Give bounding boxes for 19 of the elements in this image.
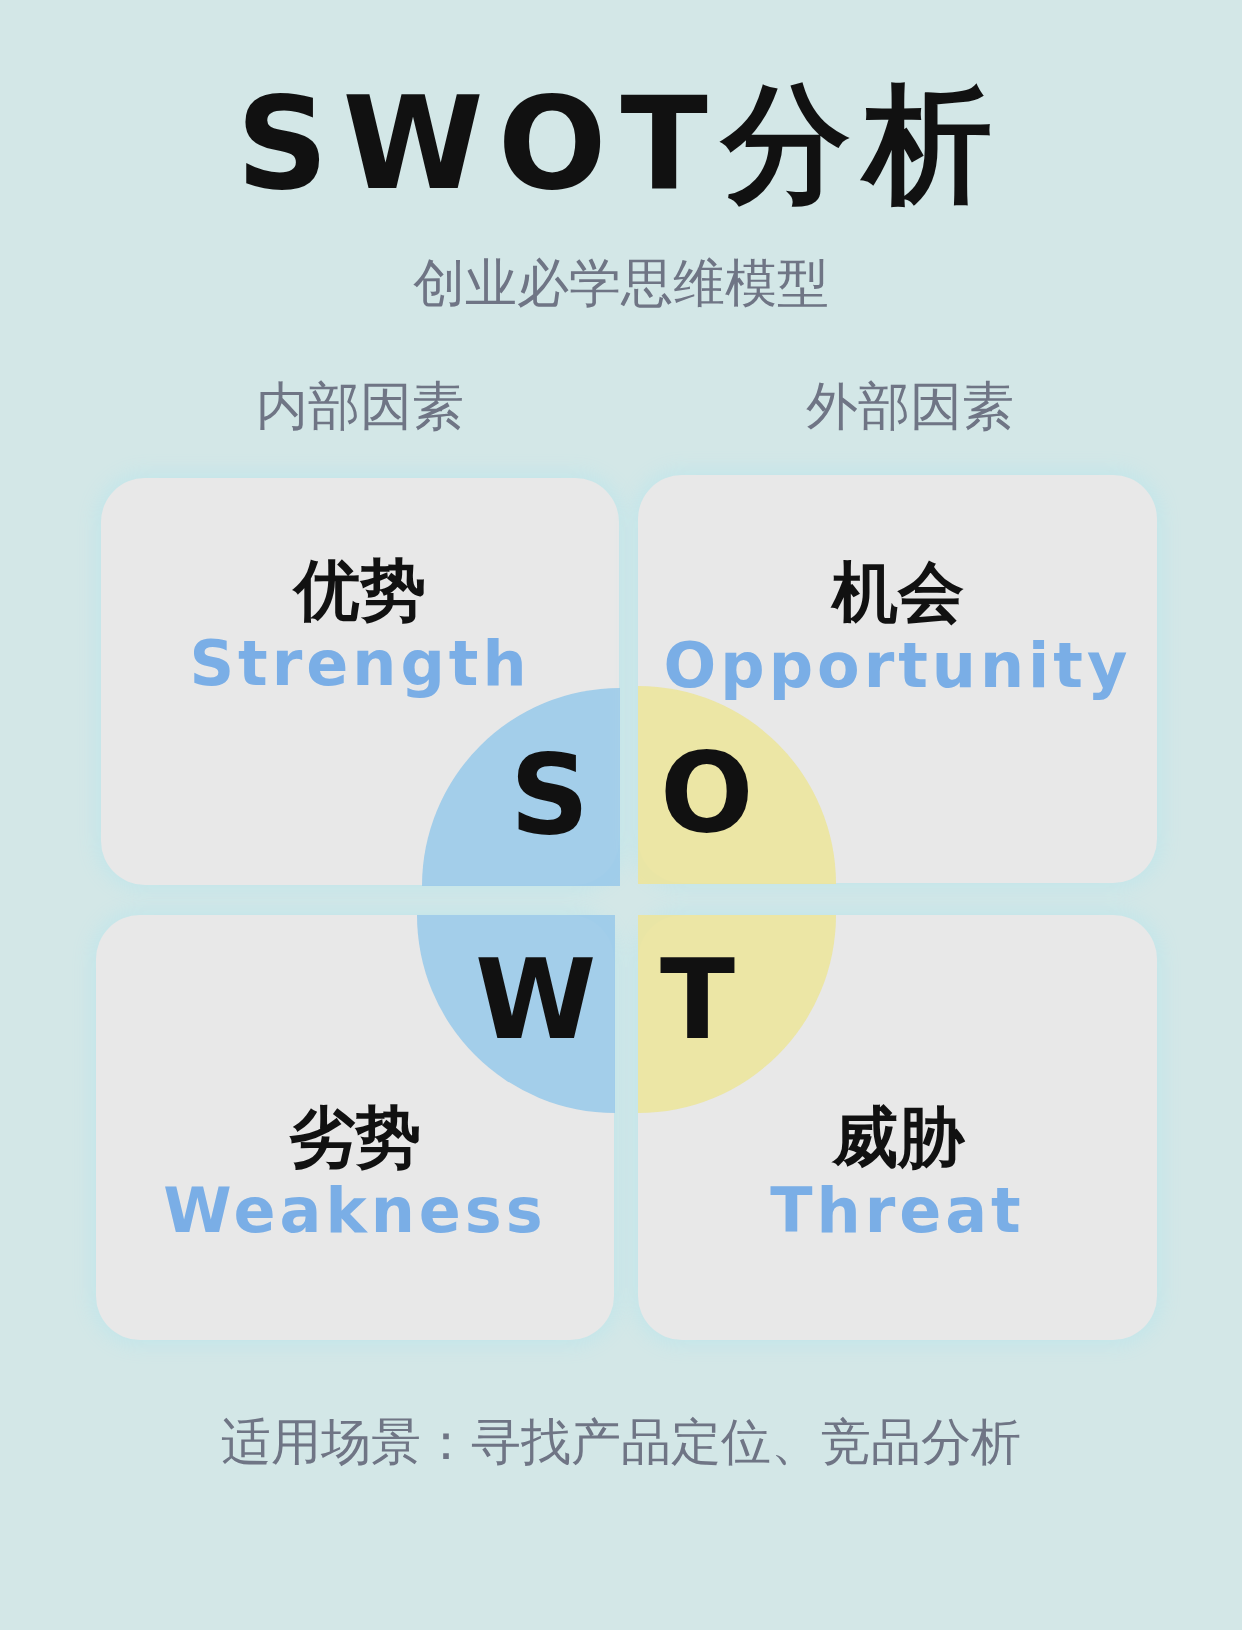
quadrant-heading: 优势	[291, 558, 427, 624]
subtitle: 创业必学思维模型	[412, 255, 830, 313]
quadrant-card	[96, 915, 614, 1340]
caption: 适用场景：寻找产品定位、竞品分析	[220, 1415, 1022, 1470]
quadrant-term: Weakness	[162, 1180, 548, 1242]
quadrant-heading: 机会	[829, 560, 965, 626]
title: SWOT分析	[235, 80, 1007, 208]
quadrant-letter: T	[660, 945, 736, 1055]
quadrant-card	[638, 475, 1157, 883]
quadrant-card	[638, 915, 1157, 1340]
quadrant-card	[101, 478, 619, 885]
quadrant-letter: S	[510, 740, 590, 850]
column-heading: 外部因素	[805, 378, 1015, 436]
quadrant-letter: W	[475, 945, 597, 1055]
column-heading: 内部因素	[255, 378, 465, 436]
quadrant-heading: 劣势	[288, 1105, 422, 1171]
quadrant-heading: 威胁	[830, 1105, 966, 1171]
quadrant-letter: O	[660, 738, 754, 848]
quadrant-term: Threat	[769, 1180, 1026, 1242]
